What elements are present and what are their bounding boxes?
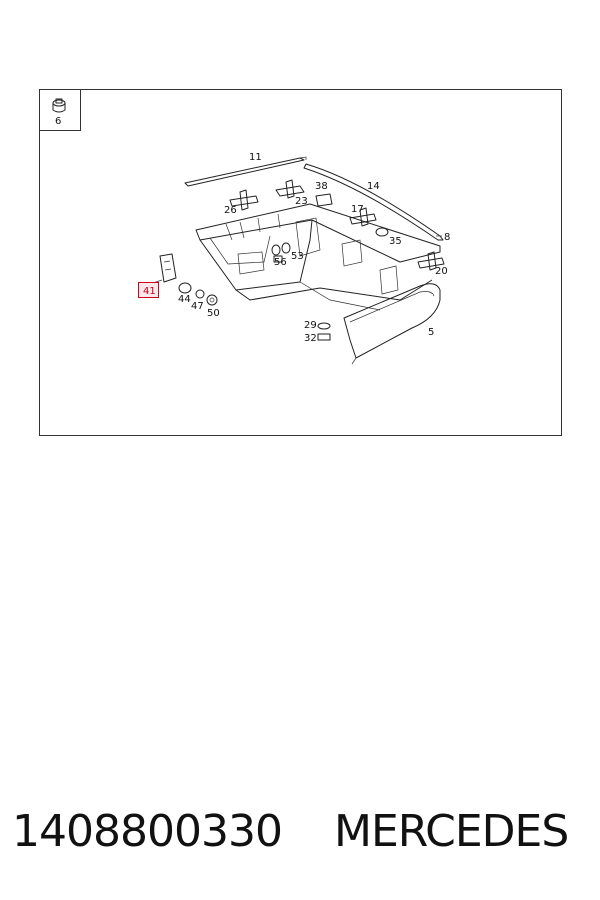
inset-box (39, 89, 81, 131)
label-26: 26 (224, 205, 237, 216)
nut-53-56 (271, 242, 291, 263)
clip-20 (417, 251, 445, 271)
label-41: 41 (143, 286, 156, 297)
trim-strip-11 (184, 156, 307, 187)
diagram-frame (39, 89, 562, 436)
part-number: 1408800330 (12, 806, 283, 857)
label-32: 32 (304, 333, 317, 344)
label-47: 47 (191, 301, 204, 312)
washer-44 (178, 282, 192, 294)
label-14: 14 (367, 181, 380, 192)
footer: 1408800330 MERCEDES (0, 796, 600, 866)
nut-32 (317, 333, 331, 341)
brand-name: MERCEDES (334, 806, 569, 857)
label-38: 38 (315, 181, 328, 192)
label-56: 56 (274, 257, 287, 268)
label-53: 53 (291, 251, 304, 262)
highlight-box-41 (138, 282, 159, 298)
label-50: 50 (207, 308, 220, 319)
nut-29 (317, 322, 331, 330)
label-44: 44 (178, 294, 191, 305)
nut-50 (206, 294, 218, 306)
label-29: 29 (304, 320, 317, 331)
washer-47 (195, 289, 205, 299)
clip-35 (375, 227, 389, 237)
clip-26 (229, 189, 259, 211)
trim-strip-14 (303, 163, 444, 241)
label-20: 20 (435, 266, 448, 277)
label-5: 5 (428, 327, 434, 338)
inset-label: 6 (55, 116, 61, 127)
label-17: 17 (351, 204, 364, 215)
bumper-body (195, 203, 441, 311)
label-23: 23 (295, 196, 308, 207)
clip-23 (275, 179, 305, 199)
clip-38 (315, 193, 333, 207)
label-35: 35 (389, 236, 402, 247)
label-8: 8 (444, 232, 450, 243)
bumper-cover-5 (343, 283, 441, 365)
clip-17 (349, 207, 377, 227)
clip-icon (52, 98, 66, 113)
label-11: 11 (249, 152, 262, 163)
